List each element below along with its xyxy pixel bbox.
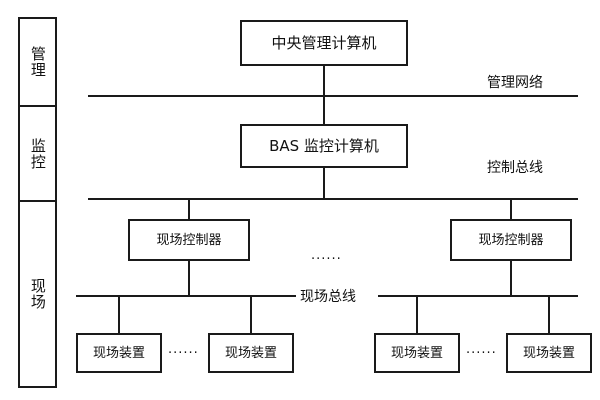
field-bus-line-left	[76, 295, 296, 297]
management-network-bus-line	[88, 95, 578, 97]
ellipsis-devices-right: ······	[466, 346, 497, 361]
connector-field-bus-to-device-4	[548, 295, 550, 334]
node-field-device-1[interactable]: 现场装置	[76, 333, 162, 373]
control-bus-line	[88, 198, 578, 200]
connector-field-bus-to-device-2	[250, 295, 252, 334]
node-field-device-2[interactable]: 现场装置	[208, 333, 294, 373]
connector-bas-to-control-bus	[323, 168, 325, 199]
connector-controller-left-to-field-bus	[188, 261, 190, 296]
ellipsis-devices-left: ······	[168, 346, 199, 361]
node-label-field-device-1: 现场装置	[92, 345, 145, 361]
connector-central-to-management-bus	[323, 66, 325, 96]
node-label-field-controller-left: 现场控制器	[156, 232, 222, 248]
node-field-device-3[interactable]: 现场装置	[374, 333, 460, 373]
field-bus-line-right	[378, 295, 578, 297]
caption-control-bus: 控制总线	[484, 157, 546, 177]
connector-controller-right-to-field-bus	[510, 261, 512, 296]
node-central-management-computer[interactable]: 中央管理计算机	[240, 20, 408, 66]
connector-control-bus-to-controller-right	[510, 198, 512, 220]
layer-column: 管理 监控 现场	[18, 17, 57, 388]
connector-field-bus-to-device-3	[416, 295, 418, 334]
node-label-field-device-3: 现场装置	[390, 345, 443, 361]
layer-label-supervision: 监控	[28, 137, 47, 170]
connector-control-bus-to-controller-left	[188, 198, 190, 220]
caption-management-network: 管理网络	[484, 72, 546, 92]
layer-cell-field: 现场	[20, 200, 55, 386]
node-label-field-device-4: 现场装置	[522, 345, 575, 361]
layer-cell-supervision: 监控	[20, 105, 55, 200]
layer-cell-management: 管理	[20, 19, 55, 105]
node-label-field-device-2: 现场装置	[224, 345, 277, 361]
node-label-central-management-computer: 中央管理计算机	[271, 33, 377, 52]
layer-label-field: 现场	[28, 278, 47, 310]
node-field-controller-right[interactable]: 现场控制器	[450, 219, 572, 261]
node-field-device-4[interactable]: 现场装置	[506, 333, 592, 373]
node-field-controller-left[interactable]: 现场控制器	[128, 219, 250, 261]
layer-label-management: 管理	[28, 46, 47, 78]
ellipsis-controllers: ······	[311, 252, 342, 267]
connector-field-bus-to-device-1	[118, 295, 120, 334]
node-label-field-controller-right: 现场控制器	[478, 232, 544, 248]
connector-management-bus-to-bas	[323, 95, 325, 125]
caption-field-bus: 现场总线	[297, 286, 359, 306]
node-bas-supervision-computer[interactable]: BAS 监控计算机	[240, 124, 408, 168]
node-label-bas-supervision-computer: BAS 监控计算机	[269, 136, 379, 155]
